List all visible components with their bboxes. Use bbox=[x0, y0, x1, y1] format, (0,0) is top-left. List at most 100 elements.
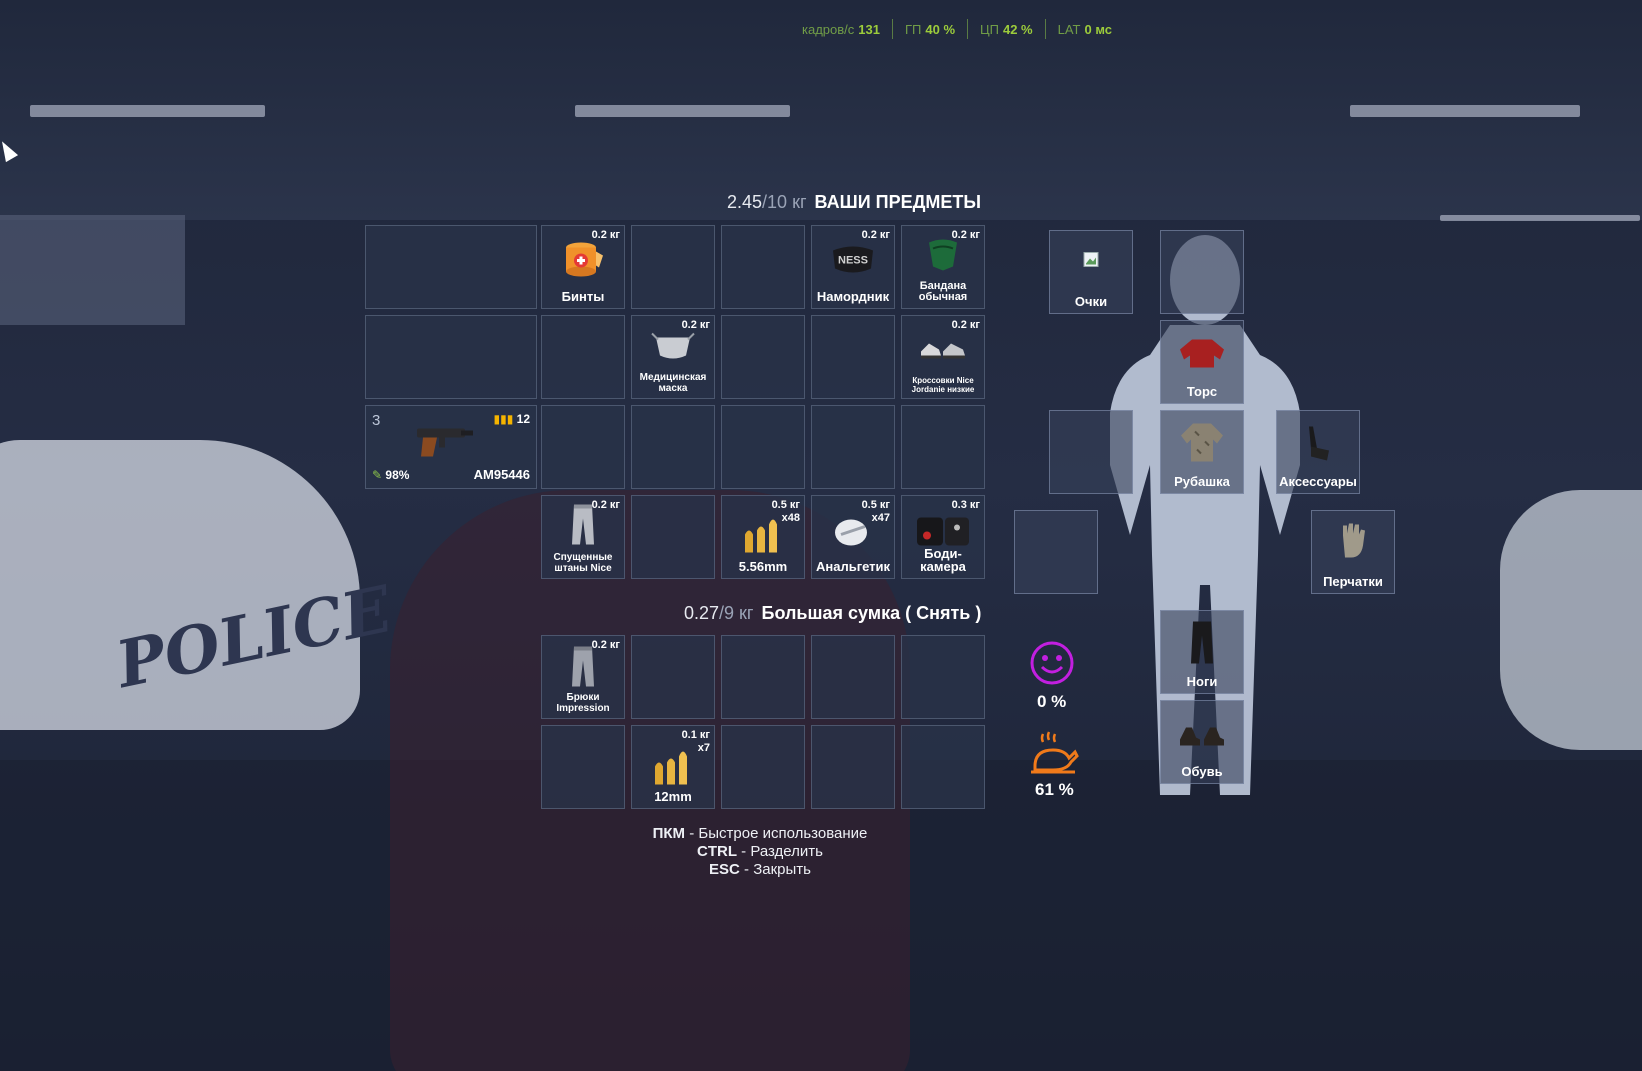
bag-slot[interactable] bbox=[811, 725, 895, 809]
inventory-header: 2.45/10 кг ВАШИ ПРЕДМЕТЫ bbox=[727, 192, 981, 213]
equip-slot-legs[interactable]: Ноги bbox=[1160, 610, 1244, 694]
item-quantity: x48 bbox=[781, 512, 800, 524]
item-label: Кроссовки Nice Jordanie низкие bbox=[911, 376, 975, 394]
equip-slot-glasses[interactable]: Очки bbox=[1049, 230, 1133, 314]
svg-text:NESS: NESS bbox=[838, 255, 868, 267]
weapon-ammo: ▮▮▮ 12 bbox=[493, 412, 530, 426]
bag-slot[interactable] bbox=[901, 635, 985, 719]
bag-item-trousers[interactable]: 0.2 кг Брюки Impression bbox=[541, 635, 625, 719]
inventory-slot[interactable] bbox=[631, 495, 715, 579]
muzzle-mask-icon: NESS bbox=[829, 243, 877, 282]
item-weight: 0.2 кг bbox=[591, 229, 620, 241]
equip-label: Очки bbox=[1074, 294, 1108, 309]
hint-quick-use: ПКМ - Быстрое использование bbox=[652, 825, 868, 842]
stat-value: 42 % bbox=[1002, 21, 1033, 37]
equip-label: Торс bbox=[1186, 384, 1218, 399]
hunger-value: 61 % bbox=[1035, 780, 1074, 799]
inventory-item-bandana[interactable]: 0.2 кг Бандана обычная bbox=[901, 225, 985, 309]
fps-stat: кадров/с 131 bbox=[790, 19, 892, 39]
inventory-slot[interactable] bbox=[365, 315, 537, 399]
shirt-icon bbox=[1179, 422, 1225, 469]
bag-slot[interactable] bbox=[721, 635, 805, 719]
inventory-slot[interactable] bbox=[721, 405, 805, 489]
bag-slot[interactable] bbox=[631, 635, 715, 719]
item-label: 12mm bbox=[654, 789, 692, 805]
pill-icon bbox=[833, 517, 873, 554]
item-weight: 0.2 кг bbox=[861, 229, 890, 241]
item-label: Намордник bbox=[816, 289, 890, 305]
inventory-item-bandage[interactable]: 0.2 кг Бинты bbox=[541, 225, 625, 309]
wall-poster bbox=[0, 215, 185, 325]
cpu-stat: ЦП 42 % bbox=[967, 19, 1045, 39]
inventory-slot[interactable] bbox=[541, 405, 625, 489]
equip-slot-accessories[interactable]: Аксессуары bbox=[1276, 410, 1360, 494]
stat-label: LAT bbox=[1057, 21, 1081, 37]
inventory-slot[interactable] bbox=[811, 405, 895, 489]
broken-image-icon bbox=[1083, 252, 1099, 273]
item-weight: 0.2 кг bbox=[951, 229, 980, 241]
trousers-icon bbox=[568, 644, 598, 693]
bag-slot[interactable] bbox=[901, 725, 985, 809]
inventory-slot[interactable] bbox=[901, 405, 985, 489]
ceiling-lamp bbox=[1350, 105, 1580, 117]
pistol-icon bbox=[411, 420, 475, 465]
item-label: Бандана обычная bbox=[918, 279, 968, 304]
equip-label: Перчатки bbox=[1323, 574, 1383, 589]
police-car-left bbox=[0, 440, 360, 730]
item-weight: 0.2 кг bbox=[951, 319, 980, 331]
inventory-slot[interactable] bbox=[811, 315, 895, 399]
inventory-item-muzzle[interactable]: 0.2 кг NESS Намордник bbox=[811, 225, 895, 309]
ammo-bullets-icon bbox=[651, 746, 695, 791]
inventory-item-bodycam[interactable]: 0.3 кг Боди-камера bbox=[901, 495, 985, 579]
equip-slot-gloves[interactable]: Перчатки bbox=[1311, 510, 1395, 594]
equip-slot-shirt[interactable]: Рубашка bbox=[1160, 410, 1244, 494]
inventory-slot[interactable] bbox=[721, 315, 805, 399]
bag-slot[interactable] bbox=[541, 725, 625, 809]
bag-title-unequip[interactable]: Большая сумка ( Снять ) bbox=[761, 603, 982, 623]
hint-close: ESC - Закрыть bbox=[709, 861, 811, 878]
stat-label: ЦП bbox=[980, 21, 999, 37]
roast-chicken-icon bbox=[1031, 731, 1079, 774]
ceiling-lamp bbox=[1440, 215, 1640, 221]
equip-slot-shoes[interactable]: Обувь bbox=[1160, 700, 1244, 784]
inventory-slot[interactable] bbox=[721, 225, 805, 309]
item-label: Анальгетик bbox=[815, 559, 891, 575]
inventory-slot[interactable] bbox=[541, 315, 625, 399]
ceiling-lamp bbox=[575, 105, 790, 117]
bag-item-ammo-12mm[interactable]: 0.1 кг x7 12mm bbox=[631, 725, 715, 809]
inventory-item-painkiller[interactable]: 0.5 кг x47 Анальгетик bbox=[811, 495, 895, 579]
equip-slot-left-arm[interactable] bbox=[1049, 410, 1133, 494]
ammo-bars-icon: ▮▮▮ bbox=[493, 412, 514, 426]
weapon-slot-number: 3 bbox=[372, 412, 381, 429]
medical-mask-icon bbox=[650, 329, 696, 368]
inventory-weapon-slot[interactable]: 3 ▮▮▮ 12 ✎ 98% AM95446 bbox=[365, 405, 537, 489]
inventory-weight: 2.45/10 кг bbox=[727, 192, 807, 212]
ceiling-lamp bbox=[30, 105, 265, 117]
inventory-slot[interactable] bbox=[631, 405, 715, 489]
bag-slot[interactable] bbox=[721, 725, 805, 809]
performance-stats: кадров/с 131 ГП 40 % ЦП 42 % LAT 0 мс bbox=[790, 19, 1124, 39]
item-weight: 0.3 кг bbox=[951, 499, 980, 511]
item-label: Брюки Impression bbox=[556, 692, 610, 714]
police-car-right bbox=[1500, 490, 1642, 750]
item-label: Спущенные штаны Nice bbox=[553, 552, 613, 574]
bag-slot[interactable] bbox=[811, 635, 895, 719]
item-quantity: x47 bbox=[871, 512, 890, 524]
inventory-item-pants[interactable]: 0.2 кг Спущенные штаны Nice bbox=[541, 495, 625, 579]
item-weight: 0.2 кг bbox=[591, 499, 620, 511]
equip-slot-left-hand[interactable] bbox=[1014, 510, 1098, 594]
item-quantity: x7 bbox=[697, 742, 710, 754]
inventory-slot[interactable] bbox=[631, 225, 715, 309]
wrench-icon: ✎ bbox=[372, 468, 383, 482]
equip-slot-torso[interactable]: Торс bbox=[1160, 320, 1244, 404]
hint-split: CTRL - Разделить bbox=[697, 843, 823, 860]
inventory-item-ammo-556[interactable]: 0.5 кг x48 5.56mm bbox=[721, 495, 805, 579]
equip-slot-head[interactable] bbox=[1160, 230, 1244, 314]
ammo-bullets-icon bbox=[741, 515, 785, 560]
inventory-item-sneakers[interactable]: 0.2 кг Кроссовки Nice Jordanie низкие bbox=[901, 315, 985, 399]
trousers-icon bbox=[1189, 620, 1215, 671]
item-weight: 0.1 кг bbox=[681, 729, 710, 741]
inventory-slot[interactable] bbox=[365, 225, 537, 309]
inventory-item-medical-mask[interactable]: 0.2 кг Медицинская маска bbox=[631, 315, 715, 399]
bandana-icon bbox=[923, 237, 963, 278]
